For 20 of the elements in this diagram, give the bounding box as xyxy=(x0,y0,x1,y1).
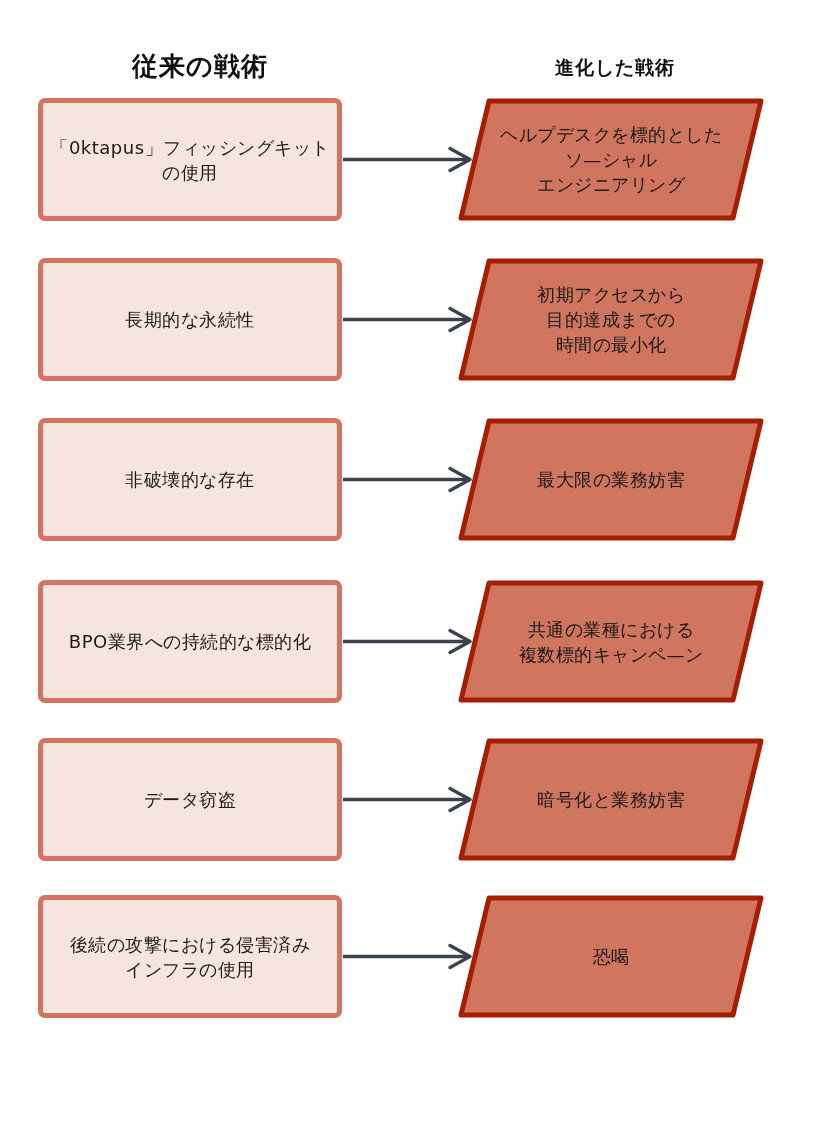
parallelogram-box: 最大限の業務妨害 xyxy=(458,418,764,541)
process-box: 非破壊的な存在 xyxy=(38,418,342,541)
process-box: BPO業界への持続的な標的化 xyxy=(38,580,342,703)
parallelogram-box: 初期アクセスから目的達成までの時間の最小化 xyxy=(458,258,764,381)
arrow xyxy=(343,628,472,655)
arrow xyxy=(343,146,472,173)
parallelogram-box: 恐喝 xyxy=(458,895,764,1018)
process-box: 「0ktapus」フィッシングキットの使用 xyxy=(38,98,342,221)
parallelogram-box: 共通の業種における複数標的キャンペ—ン xyxy=(458,580,764,703)
arrow xyxy=(343,943,472,970)
arrow xyxy=(343,306,472,333)
process-box: データ窃盗 xyxy=(38,738,342,861)
parallelogram-box: 暗号化と業務妨害 xyxy=(458,738,764,861)
column-heading: 進化した戦術 xyxy=(555,55,675,80)
process-box: 後続の攻撃における侵害済みインフラの使用 xyxy=(38,895,342,1018)
column-heading: 従来の戦術 xyxy=(132,49,268,83)
process-box: 長期的な永続性 xyxy=(38,258,342,381)
parallelogram-box: ヘルプデスクを標的としたソ—シャルエンジニアリング xyxy=(458,98,764,221)
arrow xyxy=(343,786,472,813)
arrow xyxy=(343,466,472,493)
